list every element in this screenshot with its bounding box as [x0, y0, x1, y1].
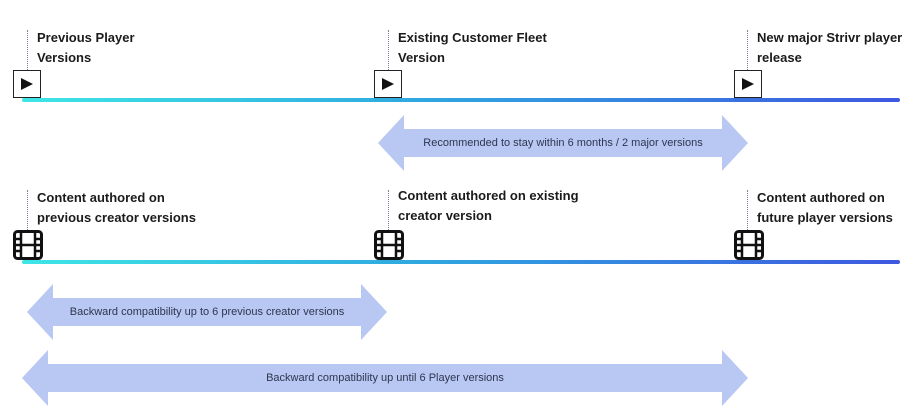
marker-guide-line	[27, 190, 28, 230]
play-icon	[374, 70, 402, 98]
creator-compatibility-arrow: Backward compatibility up to 6 previous …	[27, 284, 387, 340]
label-line: Version	[398, 50, 445, 65]
label-line: Existing Customer Fleet	[398, 30, 547, 45]
label-line: future player versions	[757, 210, 893, 225]
play-icon	[13, 70, 41, 98]
label-line: release	[757, 50, 802, 65]
marker-guide-line	[747, 190, 748, 230]
label-line: Previous Player	[37, 30, 135, 45]
previous-player-versions-label: Previous Player Versions	[37, 28, 135, 68]
player-compatibility-arrow: Backward compatibility up until 6 Player…	[22, 350, 748, 406]
future-player-content-label: Content authored on future player versio…	[757, 188, 893, 228]
label-line: previous creator versions	[37, 210, 196, 225]
marker-guide-line	[388, 190, 389, 230]
label-line: Versions	[37, 50, 92, 65]
label-line: New major Strivr player	[757, 30, 903, 45]
double-arrow-shape	[27, 284, 387, 340]
new-major-player-release-label: New major Strivr player release	[757, 28, 902, 68]
existing-creator-content-label: Content authored on existing creator ver…	[398, 186, 579, 226]
marker-guide-line	[388, 30, 389, 70]
marker-guide-line	[27, 30, 28, 70]
film-icon	[734, 230, 764, 260]
existing-customer-fleet-label: Existing Customer Fleet Version	[398, 28, 547, 68]
film-icon	[374, 230, 404, 260]
film-icon	[13, 230, 43, 260]
recommended-range-arrow: Recommended to stay within 6 months / 2 …	[378, 115, 748, 171]
player-compatibility-text: Backward compatibility up until 6 Player…	[266, 372, 504, 384]
label-line: Content authored on	[757, 190, 885, 205]
label-line: Content authored on existing	[398, 188, 579, 203]
content-timeline-bar	[22, 260, 900, 264]
play-icon	[734, 70, 762, 98]
double-arrow-shape	[22, 350, 748, 406]
previous-creator-content-label: Content authored on previous creator ver…	[37, 188, 196, 228]
creator-compatibility-text: Backward compatibility up to 6 previous …	[69, 306, 345, 318]
label-line: Content authored on	[37, 190, 165, 205]
label-line: creator version	[398, 208, 492, 223]
player-timeline-bar	[22, 98, 900, 102]
double-arrow-shape	[378, 115, 748, 171]
recommended-range-text: Recommended to stay within 6 months / 2 …	[423, 137, 703, 149]
marker-guide-line	[747, 30, 748, 70]
